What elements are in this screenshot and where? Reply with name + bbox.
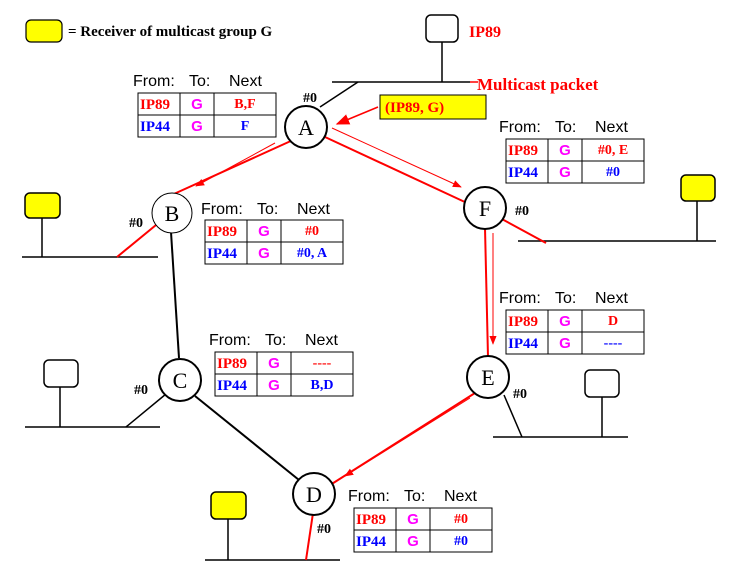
legend-text: = Receiver of multicast group G <box>68 24 273 40</box>
table-header-next-b: Next <box>297 201 330 218</box>
legend-receiver-icon <box>25 19 63 43</box>
table-header-from-d: From: <box>348 488 390 505</box>
table-row-from: IP89 <box>217 356 247 372</box>
table-row-next: B,F <box>234 97 255 112</box>
table-row-next: B,D <box>311 378 334 393</box>
table-row-from: IP44 <box>217 378 248 394</box>
table-row-to: G <box>407 533 419 550</box>
table-header-next-e: Next <box>595 290 628 307</box>
host-c-icon <box>43 359 79 388</box>
table-row-from: IP44 <box>356 534 387 550</box>
table-header-next-f: Next <box>595 119 628 136</box>
source-label: IP89 <box>469 24 501 41</box>
table-row-to: G <box>268 377 280 394</box>
node-label-b: B <box>165 201 180 226</box>
table-row-to: G <box>559 313 571 330</box>
router-f: F <box>463 186 507 230</box>
table-row-next: #0 <box>454 534 468 549</box>
table-row-next: ---- <box>604 336 623 351</box>
link-a-f <box>324 136 468 204</box>
table-header-to-f: To: <box>555 119 576 136</box>
router-b: B <box>151 192 193 234</box>
source-host-icon <box>425 14 459 43</box>
table-header-from-f: From: <box>499 119 541 136</box>
table-row-next: #0, E <box>598 143 628 158</box>
table-row-to: G <box>268 355 280 372</box>
node-label-e: E <box>481 365 494 390</box>
table-row-to: G <box>559 335 571 352</box>
table-row-from: IP44 <box>508 336 539 352</box>
packet-title: Multicast packet <box>477 75 599 94</box>
table-row-next: #0, A <box>297 246 328 261</box>
table-header-from-e: From: <box>499 290 541 307</box>
table-header-to-e: To: <box>555 290 576 307</box>
table-row-next: F <box>241 119 250 134</box>
table-row-from: IP89 <box>508 143 538 159</box>
port-a: #0 <box>303 91 317 106</box>
port-e: #0 <box>513 387 527 402</box>
table-header-next-d: Next <box>444 488 477 505</box>
table-row-from: IP44 <box>508 165 539 181</box>
table-row-to: G <box>258 245 270 262</box>
table-row-from: IP89 <box>508 314 538 330</box>
link-f-e <box>484 227 489 358</box>
table-row-to: G <box>191 118 203 135</box>
host-e-icon <box>584 369 620 398</box>
table-header-next-c: Next <box>305 332 338 349</box>
table-row-next: D <box>608 314 618 329</box>
table-header-to-c: To: <box>265 332 286 349</box>
table-row-to: G <box>258 223 270 240</box>
router-d: D <box>292 472 336 516</box>
table-header-from-c: From: <box>209 332 251 349</box>
port-b: #0 <box>129 216 143 231</box>
table-row-next: ---- <box>313 356 332 371</box>
node-label-c: C <box>173 368 188 393</box>
table-header-from-b: From: <box>201 201 243 218</box>
table-row-next: #0 <box>606 165 620 180</box>
table-row-to: G <box>407 511 419 528</box>
link-b-c <box>170 231 180 359</box>
table-row-next: #0 <box>305 224 319 239</box>
router-c: C <box>158 358 202 402</box>
port-f: #0 <box>515 204 529 219</box>
packet-label: (IP89, G) <box>385 100 444 116</box>
router-a: A <box>284 105 328 149</box>
table-row-from: IP44 <box>140 119 171 135</box>
table-row-from: IP89 <box>140 97 170 113</box>
receiver-f-icon <box>680 174 716 202</box>
table-row-to: G <box>559 142 571 159</box>
node-label-a: A <box>298 115 314 140</box>
router-e: E <box>466 355 510 399</box>
table-header-from-a: From: <box>133 73 175 90</box>
table-row-to: G <box>559 164 571 181</box>
table-row-next: #0 <box>454 512 468 527</box>
table-row-from: IP44 <box>207 246 238 262</box>
link-c-d <box>194 395 300 481</box>
table-header-next-a: Next <box>229 73 262 90</box>
table-row-to: G <box>191 96 203 113</box>
table-header-to-d: To: <box>404 488 425 505</box>
link-a-b <box>164 139 294 199</box>
receiver-d-icon <box>210 491 247 520</box>
table-row-from: IP89 <box>356 512 386 528</box>
table-row-from: IP89 <box>207 224 237 240</box>
table-header-to-b: To: <box>257 201 278 218</box>
port-d: #0 <box>317 522 331 537</box>
node-label-f: F <box>479 196 491 221</box>
node-label-d: D <box>306 482 322 507</box>
port-c: #0 <box>134 383 148 398</box>
receiver-b-icon <box>24 192 61 219</box>
table-header-to-a: To: <box>189 73 210 90</box>
